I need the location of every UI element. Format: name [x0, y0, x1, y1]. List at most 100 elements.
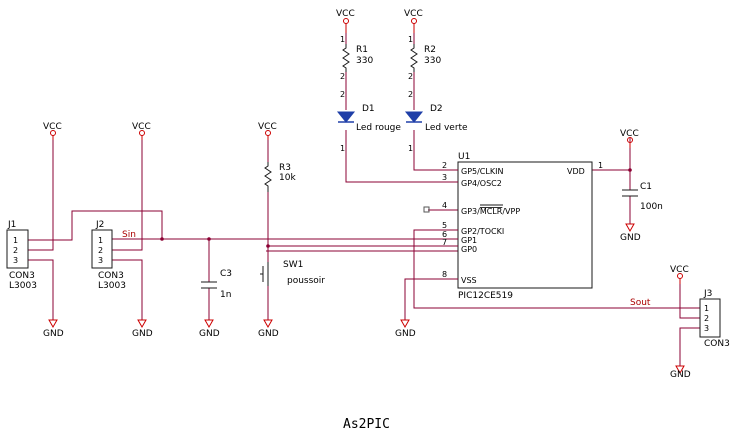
- wire-vss: [404, 278, 458, 320]
- wire-j1: [28, 138, 163, 320]
- capacitor-c3: C3 1n: [201, 269, 232, 300]
- capacitor-c1: C1 100n: [622, 182, 663, 212]
- resistor-r1: 1 2 R1 330: [340, 35, 373, 81]
- gnd-symbols: GND GND GND GND GND GND GND: [43, 223, 691, 380]
- pin-number: 1: [408, 144, 413, 153]
- switch-sw1: SW1 poussoir: [260, 260, 325, 286]
- pin-number: 2: [704, 314, 709, 323]
- pin-label: GP2/TOCKI: [461, 227, 504, 236]
- pin-number: 1: [98, 236, 103, 245]
- resistor-r2: 1 2 R2 330: [408, 35, 441, 81]
- vcc-symbol: VCC: [43, 122, 62, 140]
- component-ref: R3: [279, 163, 291, 173]
- pin-number: 8: [442, 270, 447, 279]
- component-value: 330: [424, 56, 441, 66]
- junction-dot: [207, 237, 211, 241]
- pin-label: GP0: [461, 245, 477, 254]
- vcc-label: VCC: [336, 9, 355, 19]
- pin-number: 1: [13, 236, 18, 245]
- pin-number: 2: [13, 246, 18, 255]
- junction-dot: [160, 237, 164, 241]
- component-type: CON3: [704, 339, 730, 349]
- gnd-label: GND: [670, 370, 691, 380]
- led-d2: 2 1 D2 Led verte: [404, 90, 468, 153]
- vcc-label: VCC: [132, 122, 151, 132]
- component-ref: SW1: [283, 260, 303, 270]
- connector-j3: 1 2 3 J3 CON3: [699, 289, 730, 349]
- pin-number: 1: [340, 144, 345, 153]
- resistor-r3: R3 10k: [264, 162, 296, 192]
- wire-sin: [112, 138, 458, 320]
- pin-number: 2: [340, 72, 345, 81]
- gnd-symbol: GND: [132, 319, 153, 339]
- vcc-symbols: VCC VCC VCC VCC VCC VCC VCC: [43, 9, 689, 284]
- vcc-symbol: VCC: [258, 122, 277, 140]
- component-ref: C3: [220, 269, 232, 279]
- component-value: 10k: [279, 173, 296, 183]
- no-connect-marker: [423, 206, 430, 213]
- component-value: 330: [356, 56, 373, 66]
- component-ref: D1: [362, 104, 375, 114]
- vcc-label: VCC: [404, 9, 423, 19]
- component-ref: D2: [430, 104, 443, 114]
- component-ref: J2: [95, 220, 104, 230]
- wire-vdd: [592, 138, 631, 224]
- gnd-label: GND: [132, 329, 153, 339]
- component-ref: J3: [703, 289, 712, 299]
- component-value: 1n: [220, 290, 231, 300]
- vcc-label: VCC: [258, 122, 277, 132]
- pin-number: 1: [408, 35, 413, 44]
- pin-number: 2: [340, 90, 345, 99]
- vcc-symbol: VCC: [132, 122, 151, 140]
- gnd-label: GND: [199, 329, 220, 339]
- vcc-symbol: VCC: [404, 9, 423, 33]
- component-value: 100n: [640, 202, 663, 212]
- schematic-title: As2PIC: [343, 417, 390, 432]
- connector-j2: 1 2 3 J2 CON3 L3003: [91, 220, 126, 291]
- vcc-label: VCC: [670, 265, 689, 275]
- gnd-label: GND: [43, 329, 64, 339]
- vcc-label: VCC: [620, 129, 639, 139]
- pin-label: VDD: [567, 167, 585, 176]
- pin-label: GP5/CLKIN: [461, 167, 503, 176]
- component-part: L3003: [9, 281, 37, 291]
- pin-number: 2: [408, 90, 413, 99]
- gnd-symbol: GND: [620, 223, 641, 243]
- wire-r2-d2: [413, 33, 458, 171]
- wire-sout: [413, 229, 700, 309]
- component-ref: R1: [356, 45, 368, 55]
- vcc-symbol: VCC: [670, 265, 689, 284]
- connector-j1: 1 2 3 J1 CON3 L3003: [6, 220, 37, 291]
- pin-number: 6: [442, 230, 447, 239]
- pin-number: 3: [442, 173, 447, 182]
- component-ref: U1: [458, 152, 470, 162]
- component-type: CON3: [98, 271, 124, 281]
- pin-label: VSS: [461, 276, 477, 285]
- gnd-symbol: GND: [199, 319, 220, 339]
- vcc-symbol: VCC: [336, 9, 355, 33]
- pin-number: 3: [13, 256, 18, 265]
- pin-number: 1: [340, 35, 345, 44]
- component-ref: R2: [424, 45, 436, 55]
- pin-number: 2: [442, 161, 447, 170]
- gnd-symbol: GND: [43, 319, 64, 339]
- wire-r1-d1: [345, 33, 418, 183]
- gnd-label: GND: [620, 233, 641, 243]
- component-value: Led verte: [425, 123, 468, 133]
- component-value: Led rouge: [356, 123, 401, 133]
- wires: [28, 33, 700, 366]
- vcc-symbol: VCC: [620, 129, 639, 148]
- net-label-sout: Sout: [630, 298, 651, 308]
- component-part: L3003: [98, 281, 126, 291]
- component-ref: C1: [640, 182, 652, 192]
- wire-r3-sw1: [267, 138, 458, 320]
- pin-number: 2: [408, 72, 413, 81]
- pin-number: 5: [442, 221, 447, 230]
- gnd-symbol: GND: [258, 319, 279, 339]
- component-ref: J1: [7, 220, 16, 230]
- pin-number: 1: [704, 304, 709, 313]
- gnd-label: GND: [395, 329, 416, 339]
- gnd-label: GND: [258, 329, 279, 339]
- ic-u1: U1 PIC12CE519 2 3 4 5 6 7 8 1 GP5/CLKIN …: [418, 152, 603, 301]
